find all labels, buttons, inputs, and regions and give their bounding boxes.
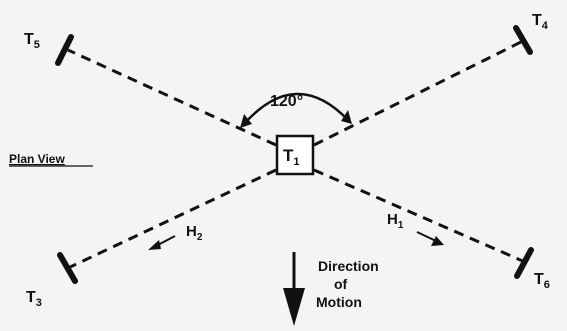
transducer-bars: [55, 25, 534, 284]
h2-arrowhead: [148, 240, 161, 250]
direction-line1: Direction: [318, 258, 379, 274]
angle-arc: [243, 92, 349, 125]
plan-view-label: Plan View: [9, 152, 65, 166]
t5-bar: [55, 34, 74, 66]
line-t1-t3: [67, 168, 277, 270]
t6-bar: [514, 247, 534, 279]
direction-line2: of: [334, 276, 348, 292]
h1-arrowhead: [431, 236, 444, 246]
t1-box: [275, 134, 315, 176]
angle-label: 120°: [270, 93, 303, 110]
angle-arrow-right: [341, 110, 352, 124]
t5-label: T5: [24, 31, 40, 51]
h1-arrow-shaft: [416, 231, 437, 242]
line-t1-t4: [313, 38, 526, 147]
t6-label: T6: [534, 271, 550, 291]
h1-label: H1: [387, 211, 404, 231]
t3-bar: [57, 252, 78, 284]
line-t1-t5: [67, 48, 277, 147]
t4-label: T4: [532, 12, 549, 32]
angle-arrow-left: [240, 114, 252, 128]
dashed-lines: [67, 38, 526, 270]
motion-arrowhead: [283, 288, 305, 326]
direction-line3: Motion: [316, 294, 362, 310]
h2-label: H2: [186, 223, 203, 243]
t3-label: T3: [26, 289, 42, 309]
line-t1-t6: [313, 168, 526, 264]
t4-bar: [513, 25, 533, 55]
t1-label: T1: [283, 146, 300, 168]
